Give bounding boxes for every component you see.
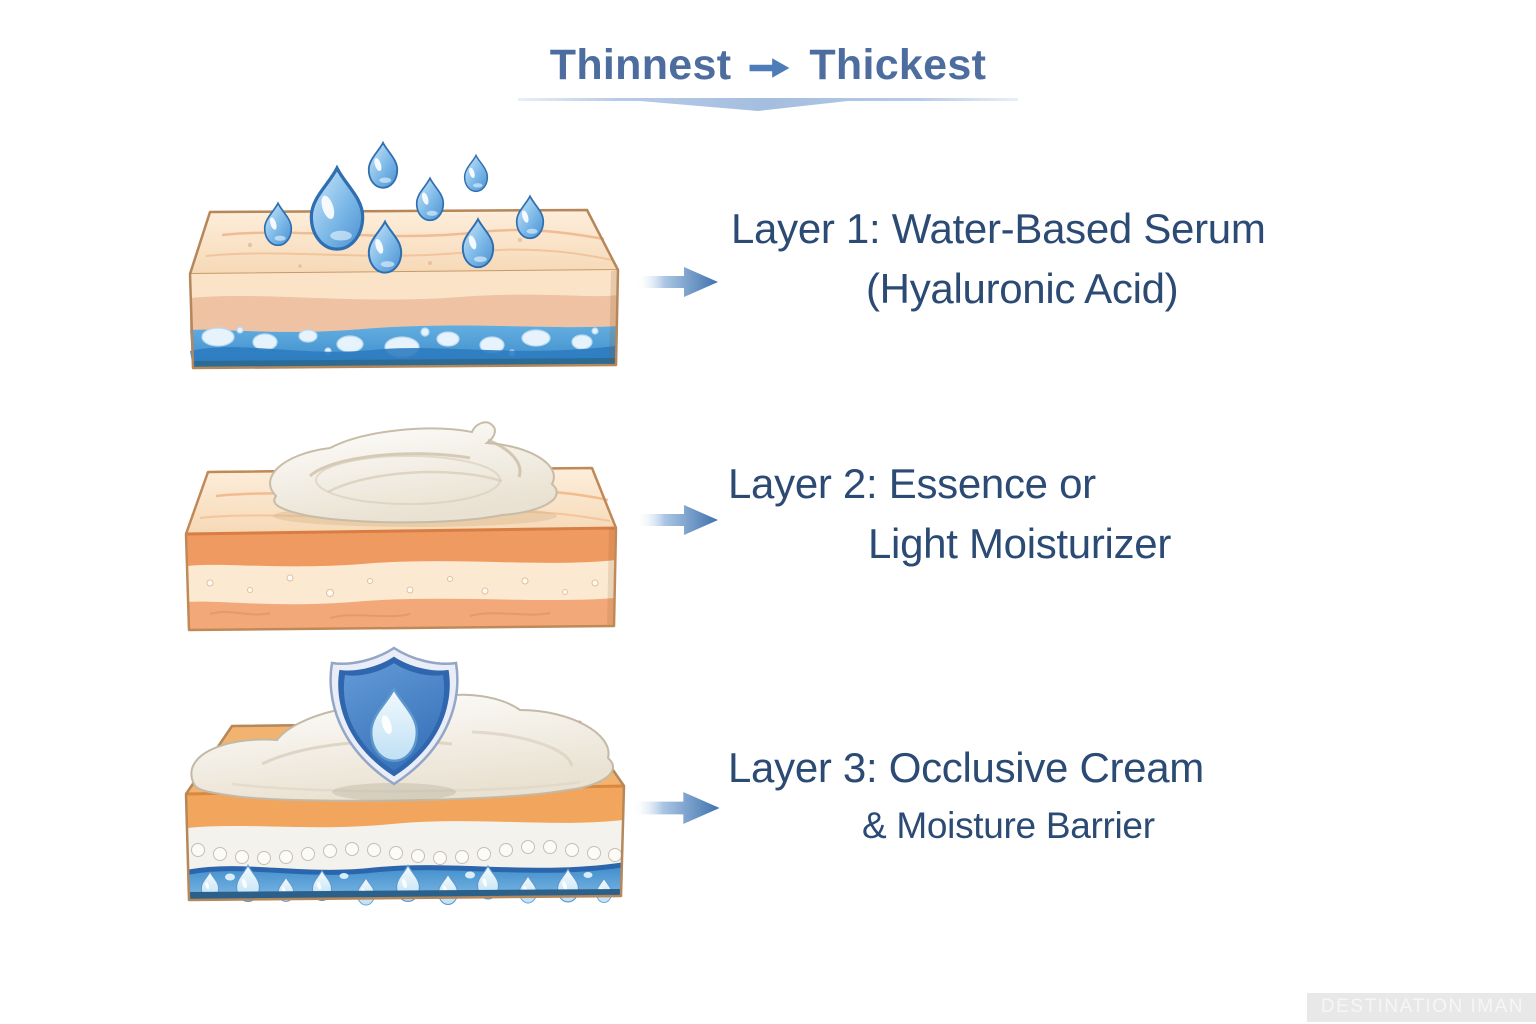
pearl-row	[191, 840, 622, 865]
watermark: DESTINATION IMAN	[1306, 993, 1536, 1022]
layer-1-label-line-1: Layer 1: Water-Based Serum	[731, 205, 1266, 252]
layer-2-label-line-1: Layer 2: Essence or	[728, 460, 1096, 507]
title-thinnest: Thinnest	[549, 41, 732, 89]
skin-block	[188, 208, 620, 370]
title-thickest: Thickest	[809, 41, 987, 89]
essence-skin-illustration	[184, 421, 618, 632]
moisture-droplets	[201, 865, 611, 905]
title-underline-decoration	[518, 98, 1018, 111]
shield-icon	[329, 646, 459, 801]
layer-3-label-line-1: Layer 3: Occlusive Cream	[728, 744, 1204, 791]
title-section: Thinnest Thickest	[0, 44, 1536, 113]
page-title: Thinnest Thickest	[550, 44, 986, 87]
arrow-right-icon	[749, 58, 790, 78]
layer-1-label-line-2: (Hyaluronic Acid)	[866, 265, 1179, 312]
skin-texture-dots	[206, 574, 599, 597]
arrow-right-icon	[636, 267, 718, 297]
occlusive-skin-illustration	[184, 646, 626, 914]
cream-swirl	[269, 421, 558, 527]
serum-skin-illustration	[188, 140, 620, 370]
arrow-right-icon	[636, 505, 718, 535]
arrow-right-icon	[632, 792, 720, 824]
layer-3-label-line-2: & Moisture Barrier	[862, 805, 1155, 846]
layer-2-label-line-2: Light Moisturizer	[868, 520, 1172, 567]
